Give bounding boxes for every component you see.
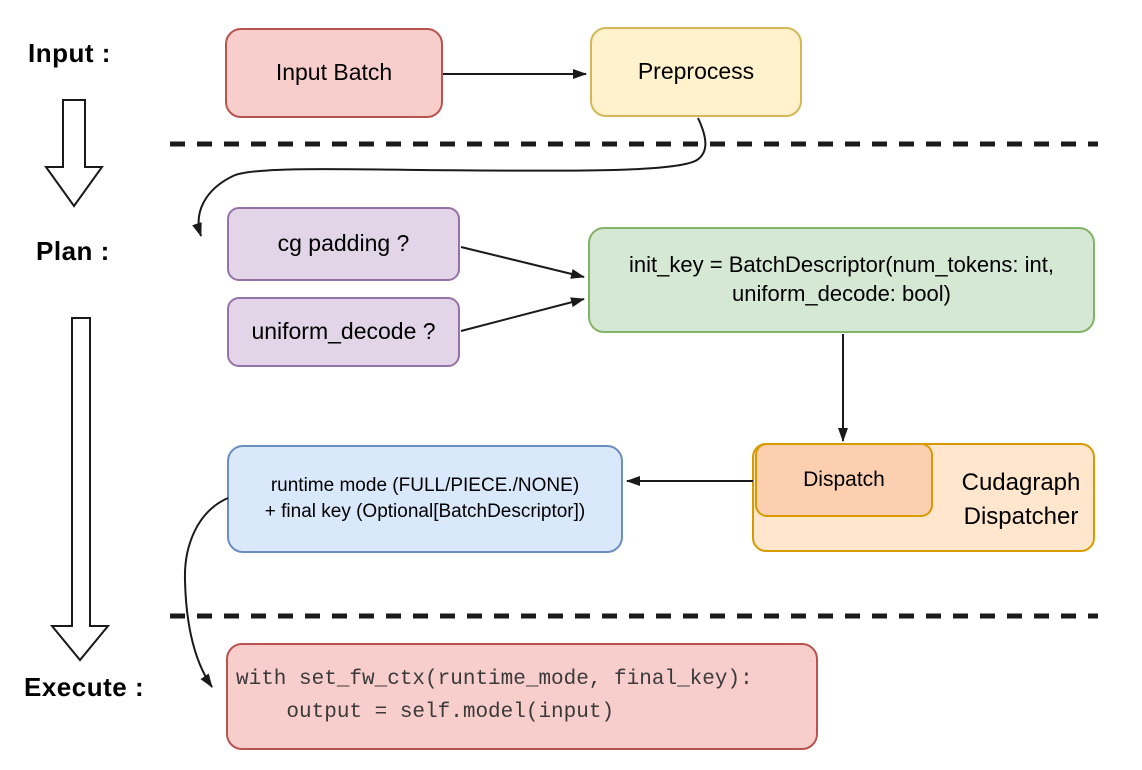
runtime-mode-line2: + final key (Optional[BatchDescriptor]) bbox=[264, 501, 586, 522]
input-stage-arrow bbox=[44, 99, 104, 208]
node-dispatch-label: Dispatch bbox=[803, 468, 885, 492]
node-input-batch-label: Input Batch bbox=[275, 59, 393, 86]
node-cg-padding: cg padding ? bbox=[227, 207, 460, 281]
node-runtime-mode: runtime mode (FULL/PIECE./NONE) + final … bbox=[227, 445, 623, 553]
execute-code-line2: output = self.model(input) bbox=[236, 700, 615, 724]
edge-uniformdecode-to-initkey bbox=[460, 297, 585, 332]
node-init-key: init_key = BatchDescriptor(num_tokens: i… bbox=[588, 227, 1095, 333]
node-execute-code: with set_fw_ctx(runtime_mode, final_key)… bbox=[226, 643, 818, 750]
node-preprocess-label: Preprocess bbox=[637, 58, 755, 85]
stage-label-execute: Execute : bbox=[24, 672, 145, 702]
plan-stage-arrow bbox=[49, 317, 111, 662]
node-uniform-decode-label: uniform_decode ? bbox=[251, 318, 436, 345]
runtime-mode-line1: runtime mode (FULL/PIECE./NONE) bbox=[270, 475, 580, 497]
node-uniform-decode: uniform_decode ? bbox=[227, 297, 460, 367]
edge-cgpadding-to-initkey bbox=[460, 246, 585, 279]
stage-label-plan: Plan : bbox=[36, 236, 110, 266]
node-cudagraph-dispatcher-label: Cudagraph Dispatcher bbox=[961, 469, 1081, 530]
stage-label-input: Input : bbox=[28, 38, 111, 68]
node-preprocess: Preprocess bbox=[590, 27, 802, 117]
node-dispatch: Dispatch bbox=[755, 443, 933, 517]
node-input-batch: Input Batch bbox=[225, 28, 443, 118]
node-cg-padding-label: cg padding ? bbox=[277, 230, 410, 257]
edge-runtimemode-to-executecode bbox=[183, 497, 229, 688]
node-init-key-label: init_key = BatchDescriptor(num_tokens: i… bbox=[629, 252, 1054, 306]
execute-code-line1: with set_fw_ctx(runtime_mode, final_key)… bbox=[236, 667, 753, 691]
